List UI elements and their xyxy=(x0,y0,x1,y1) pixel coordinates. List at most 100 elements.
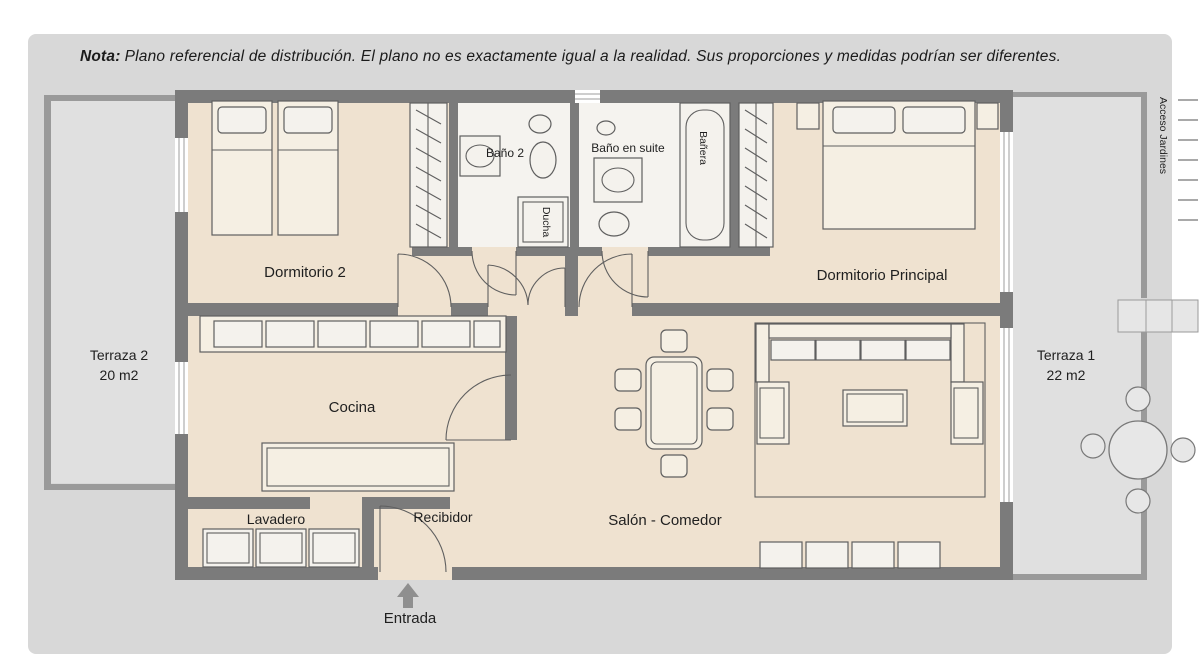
windows xyxy=(175,90,1013,502)
pillow xyxy=(832,106,896,134)
label-entrada: Entrada xyxy=(384,610,437,627)
bano-suite-fixtures xyxy=(593,102,774,248)
dining-chair xyxy=(614,368,642,392)
note-prefix: Nota: xyxy=(80,48,121,65)
terrace-table xyxy=(1080,386,1196,514)
shower xyxy=(517,196,569,248)
kitchen-counter xyxy=(199,315,507,353)
terraza-2-wall-left xyxy=(44,95,51,490)
interior-walls xyxy=(188,103,1000,580)
label-dormitorio-principal: Dormitorio Principal xyxy=(817,267,948,284)
sofa-arm xyxy=(755,323,770,383)
entrance-arrow-icon xyxy=(397,583,419,608)
label-bano2: Baño 2 xyxy=(486,146,524,160)
door-hall-left xyxy=(487,264,529,307)
label-dormitorio-2: Dormitorio 2 xyxy=(264,264,346,281)
dryer xyxy=(255,528,307,568)
pillow xyxy=(902,106,966,134)
cocina-furniture xyxy=(199,315,507,492)
wardrobe-dormitorio2 xyxy=(409,102,448,248)
lavadero-appliances xyxy=(202,528,360,568)
wall-left xyxy=(175,90,188,580)
washer xyxy=(202,528,254,568)
terraza-1-wall-top xyxy=(1013,92,1147,97)
dining-table xyxy=(645,356,703,450)
door-dormitorio-principal xyxy=(578,253,633,308)
wall-bottom-right xyxy=(452,567,1013,580)
dormitorio-principal-furniture xyxy=(796,100,999,230)
sofa-cushion xyxy=(815,339,861,361)
terrace-chair xyxy=(1080,433,1106,459)
window-dormitorio2 xyxy=(175,138,188,212)
label-terraza-2-area: 20 m2 xyxy=(100,367,139,383)
window-dormitorio-principal xyxy=(1000,132,1013,292)
sofa-cushion xyxy=(770,339,816,361)
label-terraza-2: Terraza 2 xyxy=(90,347,149,363)
terraza-1-wall-bottom xyxy=(1013,574,1147,580)
door-entrada xyxy=(379,505,447,573)
bano2-fixtures xyxy=(459,114,569,248)
door-dormitorio2 xyxy=(397,253,452,308)
label-terraza-1: Terraza 1 xyxy=(1037,347,1096,363)
door-cocina xyxy=(445,374,512,441)
living-set xyxy=(754,322,986,498)
rug xyxy=(754,322,986,498)
sofa-cushion xyxy=(905,339,951,361)
nightstand xyxy=(976,102,999,130)
pillow xyxy=(283,106,333,134)
dining-chair xyxy=(706,407,734,431)
toilet-tank xyxy=(528,114,552,134)
sideboard xyxy=(759,541,941,569)
coffee-table xyxy=(842,389,908,427)
toilet-bowl xyxy=(598,211,630,237)
label-cocina: Cocina xyxy=(329,399,376,416)
sofa-cushion xyxy=(860,339,906,361)
sink xyxy=(593,157,643,203)
pillow xyxy=(217,106,267,134)
sofa-back xyxy=(768,323,952,339)
doors xyxy=(379,250,649,573)
sink xyxy=(459,135,501,177)
wardrobe-dormitorio-principal xyxy=(738,102,774,248)
label-recibidor: Recibidor xyxy=(413,509,472,525)
terraza-1: Terraza 1 22 m2 Acceso Jardines xyxy=(1013,92,1199,580)
door-bano-suite xyxy=(601,250,649,298)
label-acceso-jardines: Acceso Jardines xyxy=(1157,97,1169,174)
dining-chair xyxy=(614,407,642,431)
toilet-tank xyxy=(596,120,616,136)
toilet-bowl xyxy=(529,141,557,179)
door-bano2 xyxy=(471,250,517,296)
wall-bottom-left xyxy=(175,567,378,580)
label-ducha: Ducha xyxy=(540,207,552,238)
terraza-2-wall-bottom xyxy=(44,484,188,490)
nightstand xyxy=(796,102,820,130)
window-salon xyxy=(1000,328,1013,502)
garden-steps xyxy=(1117,299,1199,333)
label-terraza-1-area: 22 m2 xyxy=(1047,367,1086,383)
dining-chair xyxy=(660,454,688,478)
terraza-2: Terraza 2 20 m2 xyxy=(44,95,188,490)
garden-stairs xyxy=(1178,99,1198,221)
terraza-2-wall-top xyxy=(44,95,188,101)
label-lavadero: Lavadero xyxy=(247,511,306,527)
dormitorio-2-furniture xyxy=(211,100,448,248)
dining-chair xyxy=(660,329,688,353)
label-salon: Salón - Comedor xyxy=(608,512,721,529)
salon-furniture xyxy=(614,322,986,569)
disclaimer-note: Nota:Plano referencial de distribución. … xyxy=(80,48,1061,66)
sofa-arm xyxy=(950,323,965,383)
bathtub xyxy=(679,102,731,248)
dining-set xyxy=(614,329,734,478)
terraza-1-fence-upper xyxy=(1141,92,1147,298)
label-banera: Bañera xyxy=(697,131,709,165)
laundry-counter xyxy=(308,528,360,568)
note-text: Plano referencial de distribución. El pl… xyxy=(124,48,1062,65)
label-bano-suite: Baño en suite xyxy=(591,141,665,155)
entrance-opening xyxy=(378,567,452,580)
terrace-chair xyxy=(1125,488,1151,514)
terrace-chair xyxy=(1170,437,1196,463)
window-bano xyxy=(575,90,600,103)
terrace-chair xyxy=(1125,386,1151,412)
